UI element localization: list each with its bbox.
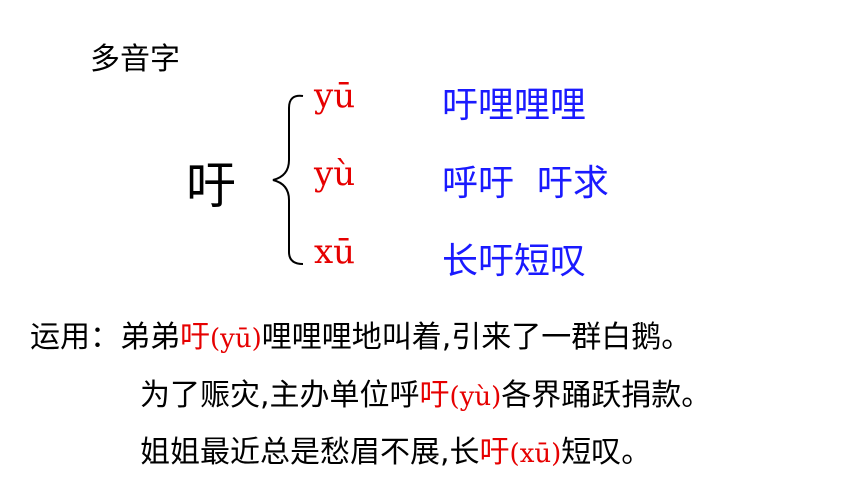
reading-pinyin-2: yù bbox=[314, 154, 356, 194]
reading-word-2: 呼吁 吁求 bbox=[442, 163, 609, 204]
reading-word-3: 长吁短叹 bbox=[442, 241, 587, 282]
usage-sentence-1: 运用：弟弟吁(yū)哩哩哩地叫着,引来了一群白鹅。 bbox=[30, 312, 691, 356]
sentence-3-char: 吁 bbox=[479, 435, 510, 470]
sentence-2-pre: 为了赈灾,主办单位呼 bbox=[140, 378, 420, 413]
reading-pinyin-1: yū bbox=[314, 76, 356, 116]
sentence-3-pinyin: (xū) bbox=[509, 439, 562, 469]
page-title: 多音字 bbox=[90, 42, 180, 77]
sentence-2-post: 各界踊跃捐款。 bbox=[501, 378, 712, 413]
sentence-3-pre: 姐姐最近总是愁眉不展,长 bbox=[140, 435, 480, 470]
sentence-1-post: 哩哩哩地叫着,引来了一群白鹅。 bbox=[261, 320, 692, 355]
sentence-1-pre: 弟弟 bbox=[120, 320, 180, 355]
sentence-2-char: 吁 bbox=[419, 378, 450, 413]
sentence-1-char: 吁 bbox=[180, 320, 210, 355]
reading-pinyin-3: xū bbox=[314, 232, 356, 272]
usage-sentence-3: 姐姐最近总是愁眉不展,长吁(xū)短叹。 bbox=[140, 427, 651, 471]
sentence-2-pinyin: (yù) bbox=[449, 382, 502, 412]
usage-label: 运用： bbox=[30, 320, 120, 355]
usage-sentence-2: 为了赈灾,主办单位呼吁(yù)各界踊跃捐款。 bbox=[140, 370, 711, 414]
sentence-3-post: 短叹。 bbox=[561, 435, 652, 470]
sentence-1-pinyin: (yū) bbox=[210, 324, 262, 354]
reading-word-1: 吁哩哩哩 bbox=[442, 85, 587, 126]
brace-bracket bbox=[272, 94, 304, 265]
main-character: 吁 bbox=[186, 157, 236, 215]
